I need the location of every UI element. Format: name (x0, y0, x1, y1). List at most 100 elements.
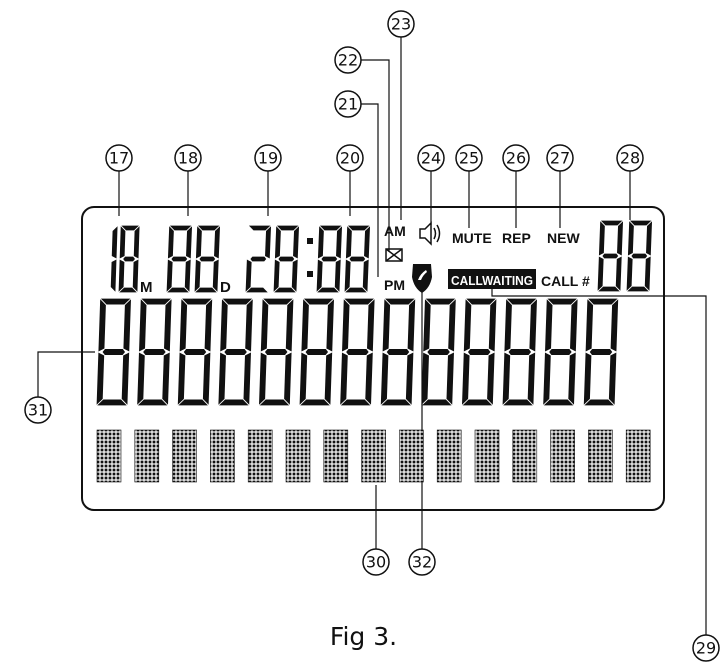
dot-matrix-cell (247, 429, 273, 483)
call-count-digits (597, 220, 653, 292)
dot-matrix-cell (474, 429, 500, 483)
callout-number: 23 (391, 15, 411, 34)
call-number-indicator: CALL # (541, 273, 590, 289)
callout-23: 23 (387, 10, 415, 38)
number-line-digit (583, 298, 619, 406)
callout-30: 30 (362, 548, 390, 576)
callout-number: 19 (258, 149, 278, 168)
dot-matrix-cell (361, 429, 386, 483)
callout-number: 21 (338, 95, 358, 114)
phone-shield-icon (412, 264, 432, 293)
callout-number: 29 (696, 639, 716, 658)
callout-21: 21 (334, 90, 362, 118)
minute-digits-digit (316, 225, 343, 293)
am-indicator: AM (384, 223, 406, 239)
minute-digits-digit (344, 225, 371, 293)
mute-indicator: MUTE (452, 230, 492, 246)
number-line-digit (421, 298, 456, 406)
dot-matrix-cell (550, 429, 575, 483)
dot-matrix-cell (172, 429, 197, 483)
dot-matrix-cell (399, 429, 424, 483)
dot-matrix-cell (436, 429, 462, 483)
callout-31: 31 (24, 396, 52, 424)
callout-22: 22 (334, 46, 362, 74)
number-line-digit (299, 298, 334, 406)
number-line-digit (502, 298, 537, 406)
callout-20: 20 (336, 144, 364, 172)
dot-matrix-cell (134, 429, 160, 483)
hour-digits-digit (273, 225, 300, 293)
leader-line-21 (361, 103, 379, 277)
dot-matrix-cell (512, 429, 538, 483)
callout-number: 31 (28, 401, 48, 420)
leader-line-31 (37, 351, 95, 397)
callout-number: 22 (338, 51, 358, 70)
number-line (96, 298, 619, 406)
callout-number: 20 (340, 149, 360, 168)
dot-matrix-cell (588, 429, 613, 483)
callwaiting-badge (448, 269, 536, 289)
segment-digits (96, 220, 653, 406)
callout-number: 26 (506, 149, 526, 168)
envelope-icon (385, 248, 403, 262)
rep-indicator: REP (502, 230, 531, 246)
callout-number: 28 (620, 149, 640, 168)
callwaiting-indicator: CALLWAITING (451, 273, 533, 288)
number-line-digit (218, 298, 253, 406)
dot-matrix-row (96, 429, 651, 483)
leader-line-22 (361, 59, 390, 252)
dot-matrix-cell (285, 429, 311, 483)
callout-17: 17 (105, 144, 133, 172)
leader-line-29 (491, 288, 707, 635)
callout-number: 27 (550, 149, 570, 168)
call-count-digits-digit (626, 220, 653, 292)
month-digits-digit (118, 225, 140, 293)
day-digits-digit (194, 225, 221, 293)
speaker-icon (419, 221, 441, 246)
callout-markers: 17 18 19 20 21 22 23 24 25 26 27 28 29 30 31 32 (24, 10, 720, 662)
number-line-digit (259, 298, 294, 406)
callout-number: 18 (178, 149, 198, 168)
callout-27: 27 (546, 144, 574, 172)
callout-number: 17 (109, 149, 129, 168)
callout-19: 19 (254, 144, 282, 172)
number-line-digit (340, 298, 375, 406)
callout-number: 30 (366, 553, 386, 572)
callout-26: 26 (502, 144, 530, 172)
pm-indicator: PM (384, 277, 405, 293)
hour-digits (245, 225, 300, 293)
new-indicator: NEW (547, 230, 580, 246)
number-line-digit (177, 298, 213, 406)
callout-32: 32 (408, 548, 436, 576)
number-line-digit (380, 298, 416, 406)
figure-caption: Fig 3. (329, 622, 398, 651)
minute-digits (316, 225, 371, 293)
number-line-digit (96, 298, 131, 406)
month-suffix: M (140, 279, 153, 296)
call-count-digits-digit (597, 220, 624, 292)
number-line-digit (137, 298, 172, 406)
callout-number: 25 (459, 149, 479, 168)
dot-matrix-cell (210, 429, 235, 483)
hour-digits-digit (245, 225, 272, 293)
number-line-digit (543, 298, 578, 406)
dot-matrix-cell (625, 429, 651, 483)
dot-matrix-cell (323, 429, 349, 483)
callout-24: 24 (417, 144, 445, 172)
day-digits-digit (166, 225, 193, 293)
callout-18: 18 (174, 144, 202, 172)
callout-25: 25 (455, 144, 483, 172)
callout-number: 24 (421, 149, 441, 168)
month-digits (110, 225, 140, 293)
callout-29: 29 (692, 634, 720, 662)
time-colon (307, 238, 313, 277)
leader-lines (37, 37, 707, 635)
day-digits (166, 225, 221, 293)
day-suffix: D (220, 279, 231, 296)
callout-28: 28 (616, 144, 644, 172)
number-line-digit (462, 298, 497, 406)
dot-matrix-cell (96, 429, 122, 483)
month-digits-digit (110, 226, 118, 292)
callout-number: 32 (412, 553, 432, 572)
